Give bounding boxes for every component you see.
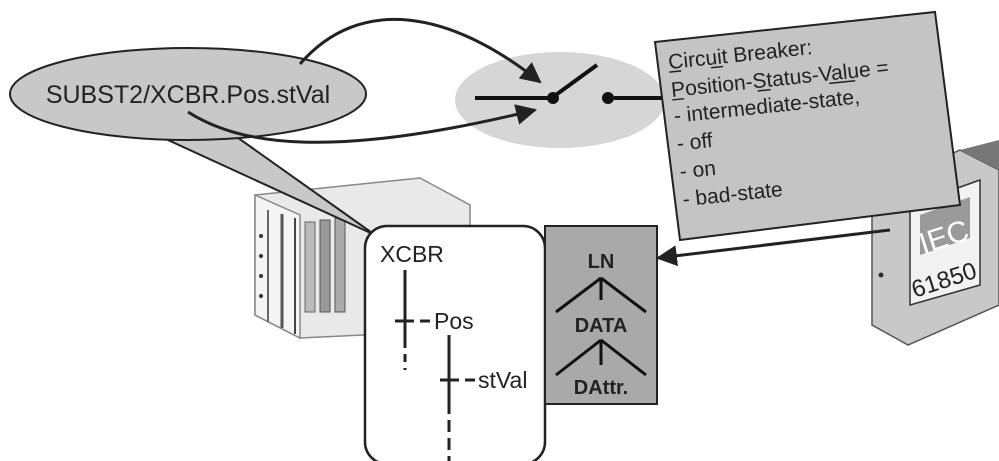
tree-leaf: stVal [478,367,527,393]
breaker-contact [602,92,614,104]
hierarchy-branches [555,276,647,377]
arrow-device-to-ln [655,228,891,267]
hierarchy-data: DATA [575,315,628,337]
tree-root: XCBR [380,241,444,267]
callout-bubble [9,47,367,141]
breaker-background-ellipse [455,52,665,148]
hierarchy-box [544,225,658,405]
tree-child: Pos [434,308,474,334]
arrow-upper [298,17,542,84]
breaker-line-5: - on [679,157,717,184]
hierarchy-dattr: DAttr. [574,377,628,399]
ied-rack-image [254,177,471,340]
tree-lines [395,270,475,461]
breaker-line-4: - off [676,129,714,156]
arrow-lower [187,104,538,144]
callout-text: SUBST2/XCBR.Pos.stVal [46,81,330,109]
hierarchy-ln: LN [588,251,615,273]
breaker-pivot [547,92,559,104]
circuit-breaker-symbol [475,63,665,100]
breaker-info-box [653,10,962,242]
